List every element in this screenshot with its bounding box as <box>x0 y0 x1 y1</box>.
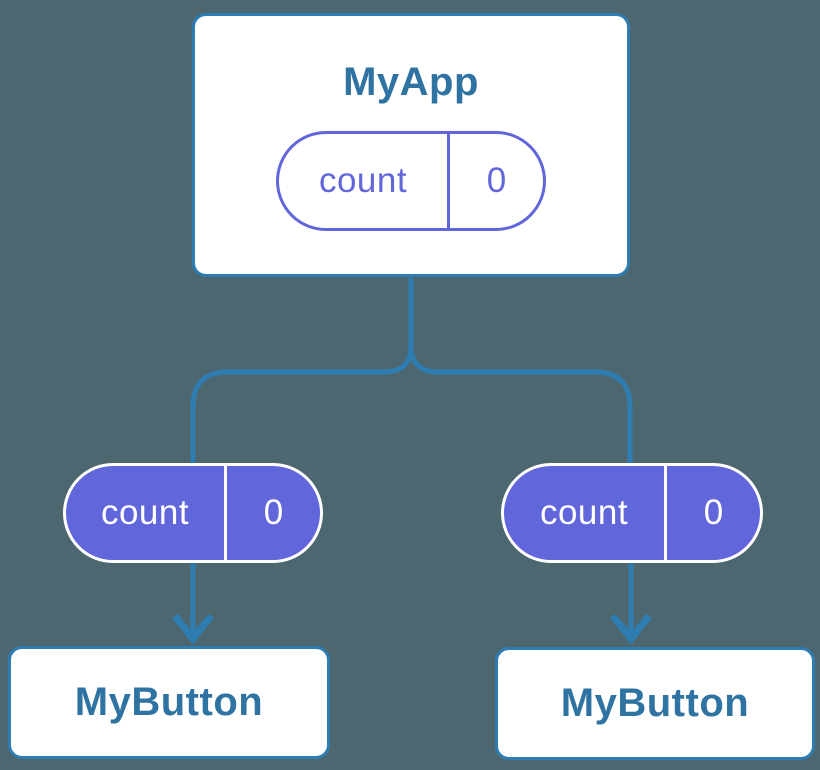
state-name-label: count <box>279 134 450 228</box>
state-pill: count 0 <box>276 131 546 231</box>
state-value: 0 <box>486 161 507 200</box>
prop-name-label: count <box>504 466 667 560</box>
arrowhead-down-left-icon <box>172 613 214 645</box>
child-component-card-left: MyButton <box>8 646 330 759</box>
prop-pill-left: count 0 <box>63 463 323 563</box>
prop-name-label: count <box>66 466 227 560</box>
arrowhead-down-right-icon <box>610 613 652 645</box>
prop-pill-right: count 0 <box>501 463 763 563</box>
child-component-card-right: MyButton <box>495 647 815 760</box>
child-component-title: MyButton <box>560 681 750 725</box>
root-component-card: MyApp count 0 <box>192 13 630 277</box>
prop-value: 0 <box>703 493 724 532</box>
root-component-title: MyApp <box>343 60 479 104</box>
child-component-title: MyButton <box>74 680 264 724</box>
prop-value: 0 <box>263 493 284 532</box>
branch-right-line <box>408 278 633 463</box>
branch-left-line <box>190 278 414 463</box>
